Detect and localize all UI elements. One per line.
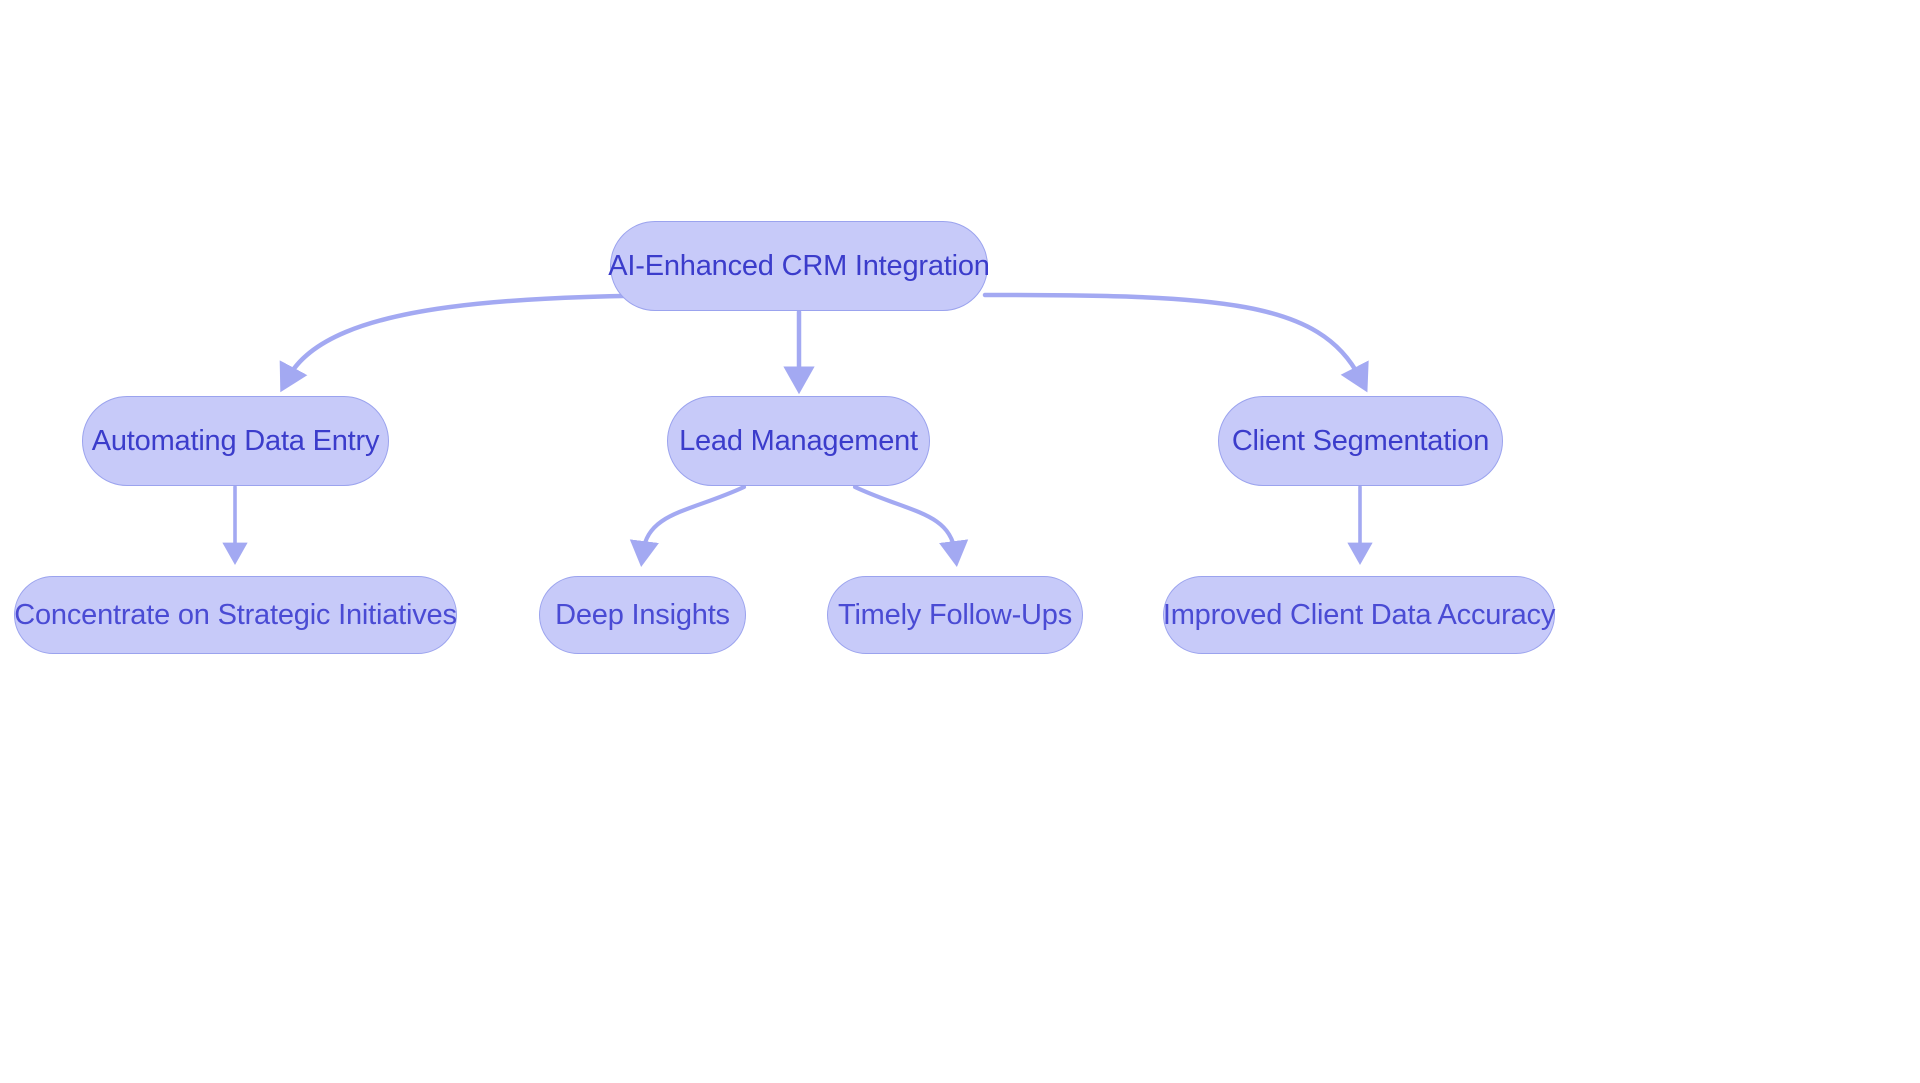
- node-timely-follow-ups[interactable]: Timely Follow-Ups: [827, 576, 1083, 654]
- node-client-segmentation-label: Client Segmentation: [1231, 424, 1490, 457]
- node-deep-insights-label: Deep Insights: [555, 598, 730, 631]
- node-root[interactable]: AI-Enhanced CRM Integration: [608, 221, 990, 311]
- node-client-segmentation[interactable]: Client Segmentation: [1218, 396, 1503, 486]
- node-lead-management[interactable]: Lead Management: [667, 396, 930, 486]
- node-improved-client-data-accuracy-label: Improved Client Data Accuracy: [1162, 598, 1556, 631]
- node-timely-follow-ups-label: Timely Follow-Ups: [838, 598, 1072, 631]
- edge-root-to-client-segmentation: [982, 292, 1369, 393]
- node-concentrate-strategic-initiatives-label: Concentrate on Strategic Initiatives: [14, 598, 457, 631]
- edge-lead-management-to-timely-follow-ups: [852, 484, 969, 568]
- node-improved-client-data-accuracy[interactable]: Improved Client Data Accuracy: [1163, 576, 1555, 654]
- node-root-label: AI-Enhanced CRM Integration: [608, 249, 990, 282]
- edge-lead-management-to-deep-insights: [629, 484, 747, 568]
- node-concentrate-strategic-initiatives[interactable]: Concentrate on Strategic Initiatives: [14, 576, 457, 654]
- node-automating-data-entry-label: Automating Data Entry: [91, 424, 380, 457]
- node-deep-insights[interactable]: Deep Insights: [539, 576, 746, 654]
- node-lead-management-label: Lead Management: [679, 424, 918, 457]
- node-automating-data-entry[interactable]: Automating Data Entry: [82, 396, 389, 486]
